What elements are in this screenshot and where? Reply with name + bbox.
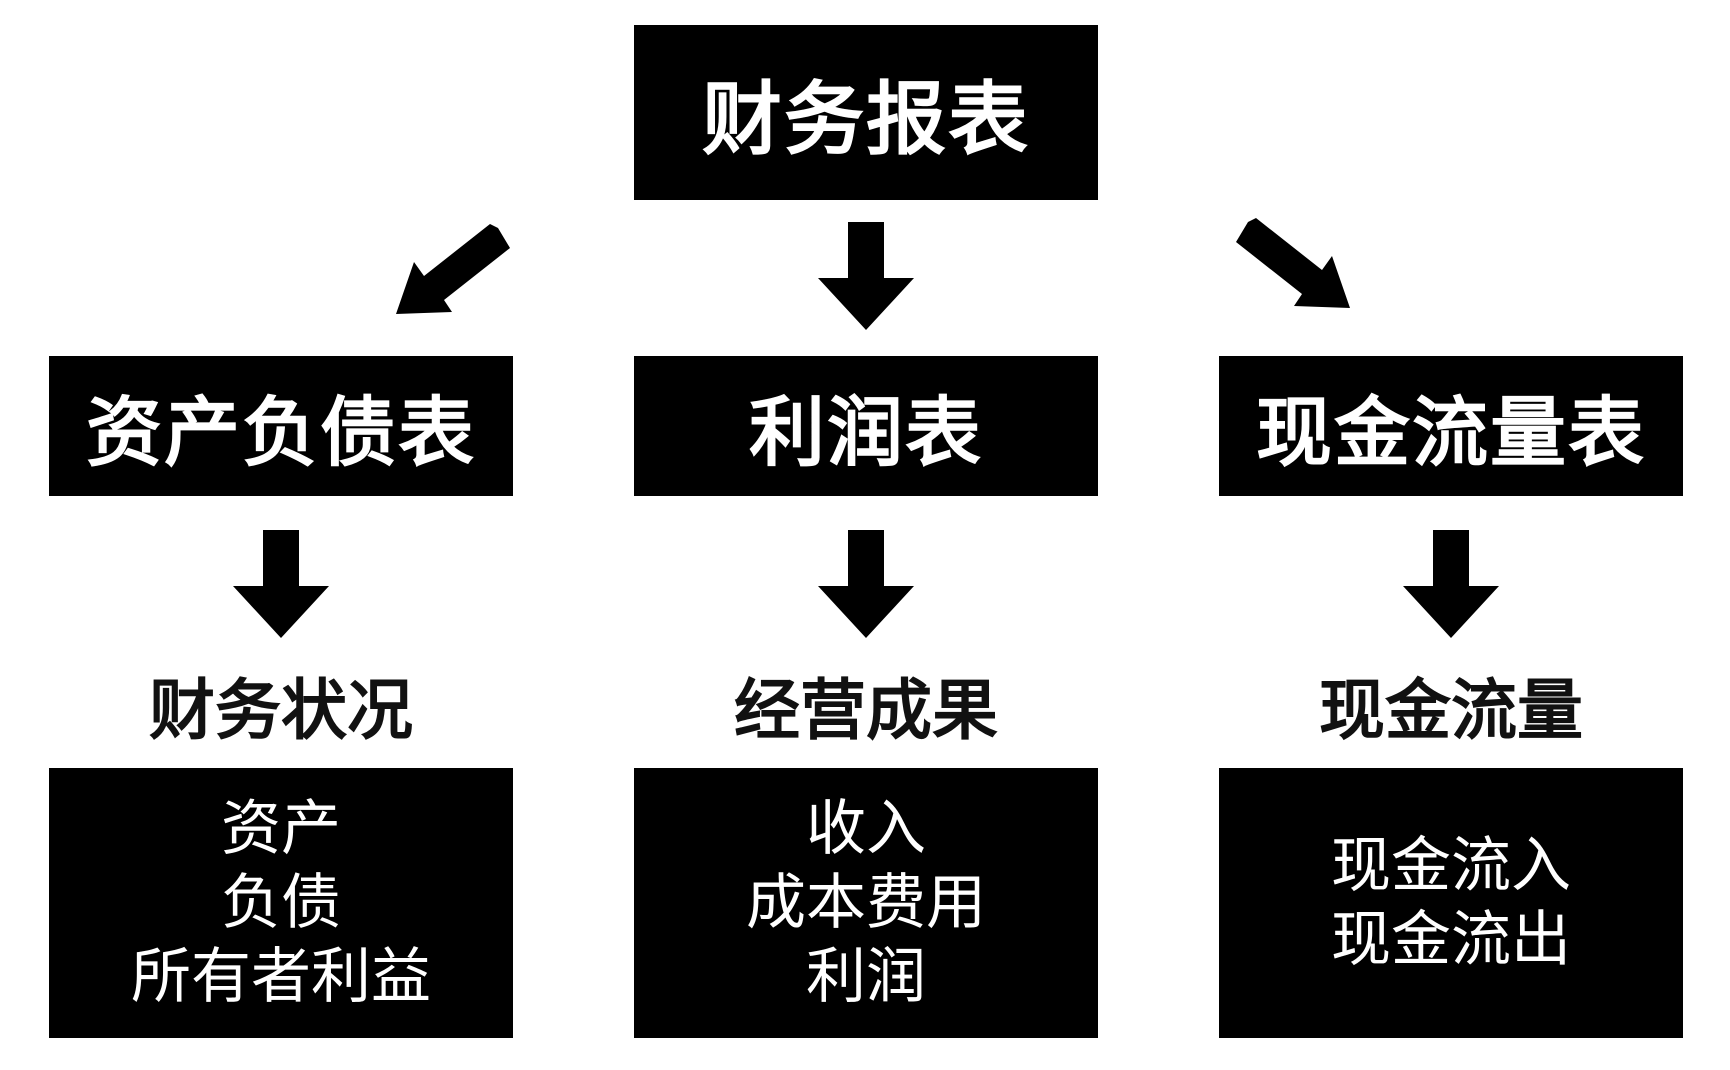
- root-title: 财务报表: [702, 72, 1030, 166]
- list-item: 负债: [221, 868, 341, 938]
- statement-box-balance-sheet: 资产负债表: [49, 356, 513, 496]
- arrow-down-icon: [818, 222, 914, 330]
- column-heading: 财务状况: [149, 672, 413, 749]
- item-list: 现金流入 现金流出: [1331, 829, 1571, 977]
- arrow-down-icon: [1403, 530, 1499, 638]
- arrow-down-right-icon: [1236, 218, 1350, 308]
- item-list: 资产 负债 所有者利益: [131, 792, 431, 1014]
- statement-box-income-statement: 利润表: [634, 356, 1098, 496]
- arrow-down-left-icon: [396, 224, 510, 314]
- column-heading: 经营成果: [734, 672, 998, 749]
- items-box-balance-sheet: 资产 负债 所有者利益: [49, 768, 513, 1038]
- arrow-down-icon: [818, 530, 914, 638]
- items-box-cash-flow: 现金流入 现金流出: [1219, 768, 1683, 1038]
- statement-title: 现金流量表: [1256, 388, 1646, 477]
- list-item: 现金流入: [1331, 831, 1571, 901]
- column-heading: 现金流量: [1319, 672, 1583, 749]
- statement-title: 资产负债表: [86, 388, 476, 477]
- list-item: 所有者利益: [131, 942, 431, 1012]
- list-item: 成本费用: [746, 868, 986, 938]
- list-item: 利润: [806, 942, 926, 1012]
- list-item: 现金流出: [1331, 905, 1571, 975]
- statement-box-cash-flow: 现金流量表: [1219, 356, 1683, 496]
- list-item: 收入: [806, 794, 926, 864]
- item-list: 收入 成本费用 利润: [746, 792, 986, 1014]
- arrow-down-icon: [233, 530, 329, 638]
- list-item: 资产: [221, 794, 341, 864]
- root-box: 财务报表: [634, 25, 1098, 200]
- items-box-income-statement: 收入 成本费用 利润: [634, 768, 1098, 1038]
- statement-title: 利润表: [749, 388, 983, 477]
